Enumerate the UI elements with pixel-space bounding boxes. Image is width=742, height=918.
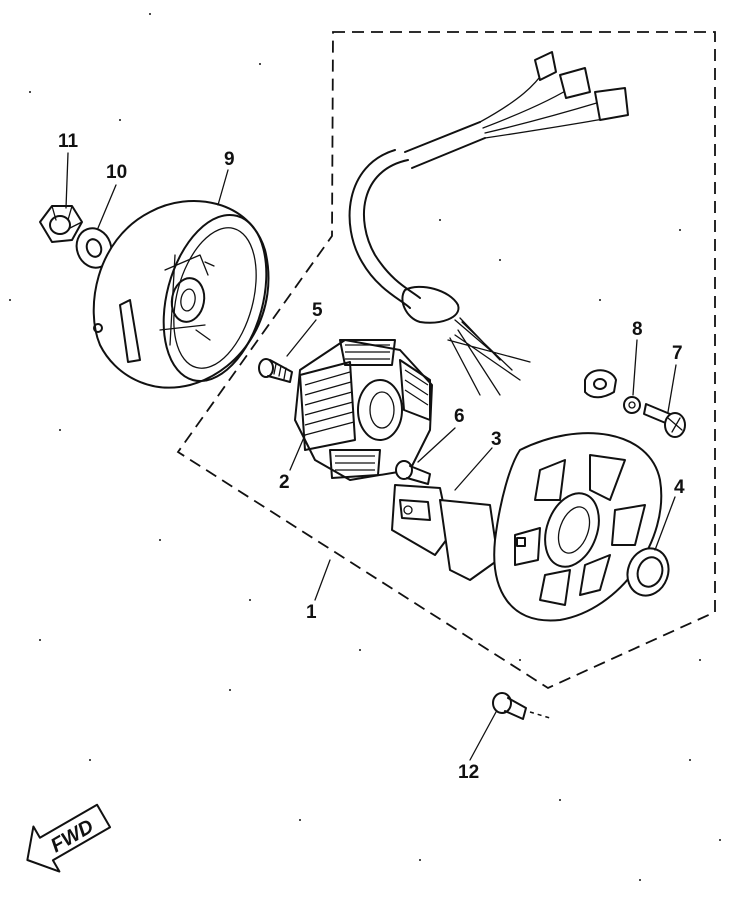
callout-2: 2 [279,472,290,493]
clamp-part [584,369,617,399]
stator-coil-part [294,339,433,481]
callout-1: 1 [306,602,317,623]
callout-7: 7 [672,343,683,364]
base-bolt-part [492,692,551,720]
callout-5: 5 [312,300,323,321]
callout-3: 3 [491,429,502,450]
callout-10: 10 [106,162,127,183]
forward-arrow-icon: FWD [26,803,112,873]
assembly-boundary [176,31,716,690]
callout-8: 8 [632,319,643,340]
callout-9: 9 [224,149,235,170]
wiring-harness [348,51,629,396]
callout-6: 6 [454,406,465,427]
callout-12: 12 [458,762,479,783]
callout-4: 4 [674,477,685,498]
callout-leaders [65,152,677,761]
pickup-washer-part [623,396,641,414]
pickup-coil-screw-part [395,460,431,485]
callout-11: 11 [58,131,79,152]
scan-specks [9,13,721,881]
pickup-coil-part [391,484,499,581]
flywheel-rotor-part [92,200,270,389]
pickup-screw-part [643,403,686,438]
oil-seal-part [626,547,670,597]
stator-screw-part [258,358,293,383]
stator-base-plate-part [493,432,663,622]
nut-part [39,205,83,243]
